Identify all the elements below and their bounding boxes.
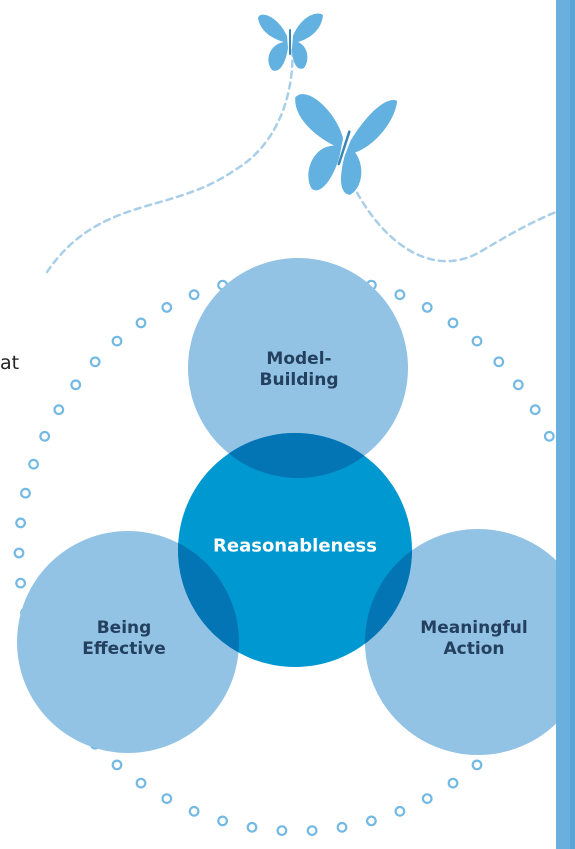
ring-dot xyxy=(70,379,82,391)
ring-dot xyxy=(276,825,288,836)
meaningful-action-label: Meaningful Action xyxy=(420,618,528,659)
ring-dot xyxy=(447,777,459,789)
model-building-circle xyxy=(188,258,408,478)
ring-dot xyxy=(188,289,200,301)
ring-dot xyxy=(217,815,229,827)
ring-dot xyxy=(421,793,433,804)
model-building-label: Model- Building xyxy=(259,349,339,390)
ring-dot xyxy=(53,404,65,416)
reasonableness-circle xyxy=(178,433,412,667)
ring-dot xyxy=(111,335,123,347)
ring-dot xyxy=(447,317,459,329)
ring-dot xyxy=(15,517,26,529)
butterfly-icon xyxy=(258,13,323,71)
ring-dot xyxy=(111,759,123,771)
ring-dot xyxy=(529,404,541,416)
ring-dot xyxy=(188,805,200,817)
stray-text: at xyxy=(0,352,20,374)
ring-dot xyxy=(421,302,433,313)
ring-dot xyxy=(13,547,25,559)
ring-dot xyxy=(39,430,51,442)
ring-dot xyxy=(246,821,258,833)
ring-dot xyxy=(161,302,173,313)
butterfly-icon xyxy=(295,94,398,195)
ring-dot xyxy=(135,317,147,329)
ring-dot xyxy=(471,759,483,771)
reasonableness-label: Reasonableness xyxy=(213,535,377,557)
ring-dot xyxy=(394,289,406,301)
being-effective-label: Being Effective xyxy=(82,618,166,659)
ring-dot xyxy=(512,379,524,391)
ring-dot xyxy=(161,793,173,804)
side-bar-edge xyxy=(570,0,575,849)
dashed-trail-left xyxy=(45,43,294,274)
ring-dot xyxy=(366,815,377,827)
ring-dot xyxy=(28,458,39,470)
ring-dot xyxy=(306,825,318,836)
meaningful-action-circle xyxy=(365,529,575,755)
ring-dot xyxy=(493,356,505,368)
ring-dot xyxy=(543,430,555,442)
ring-dot xyxy=(336,821,348,833)
ring-dot xyxy=(394,805,406,817)
ring-dot xyxy=(15,577,26,589)
dashed-trail-right xyxy=(350,181,575,263)
ring-dot xyxy=(89,356,101,368)
ring-dot xyxy=(20,487,31,499)
ring-dot xyxy=(135,777,147,789)
being-effective-circle xyxy=(17,531,239,753)
ring-dot xyxy=(471,335,483,347)
